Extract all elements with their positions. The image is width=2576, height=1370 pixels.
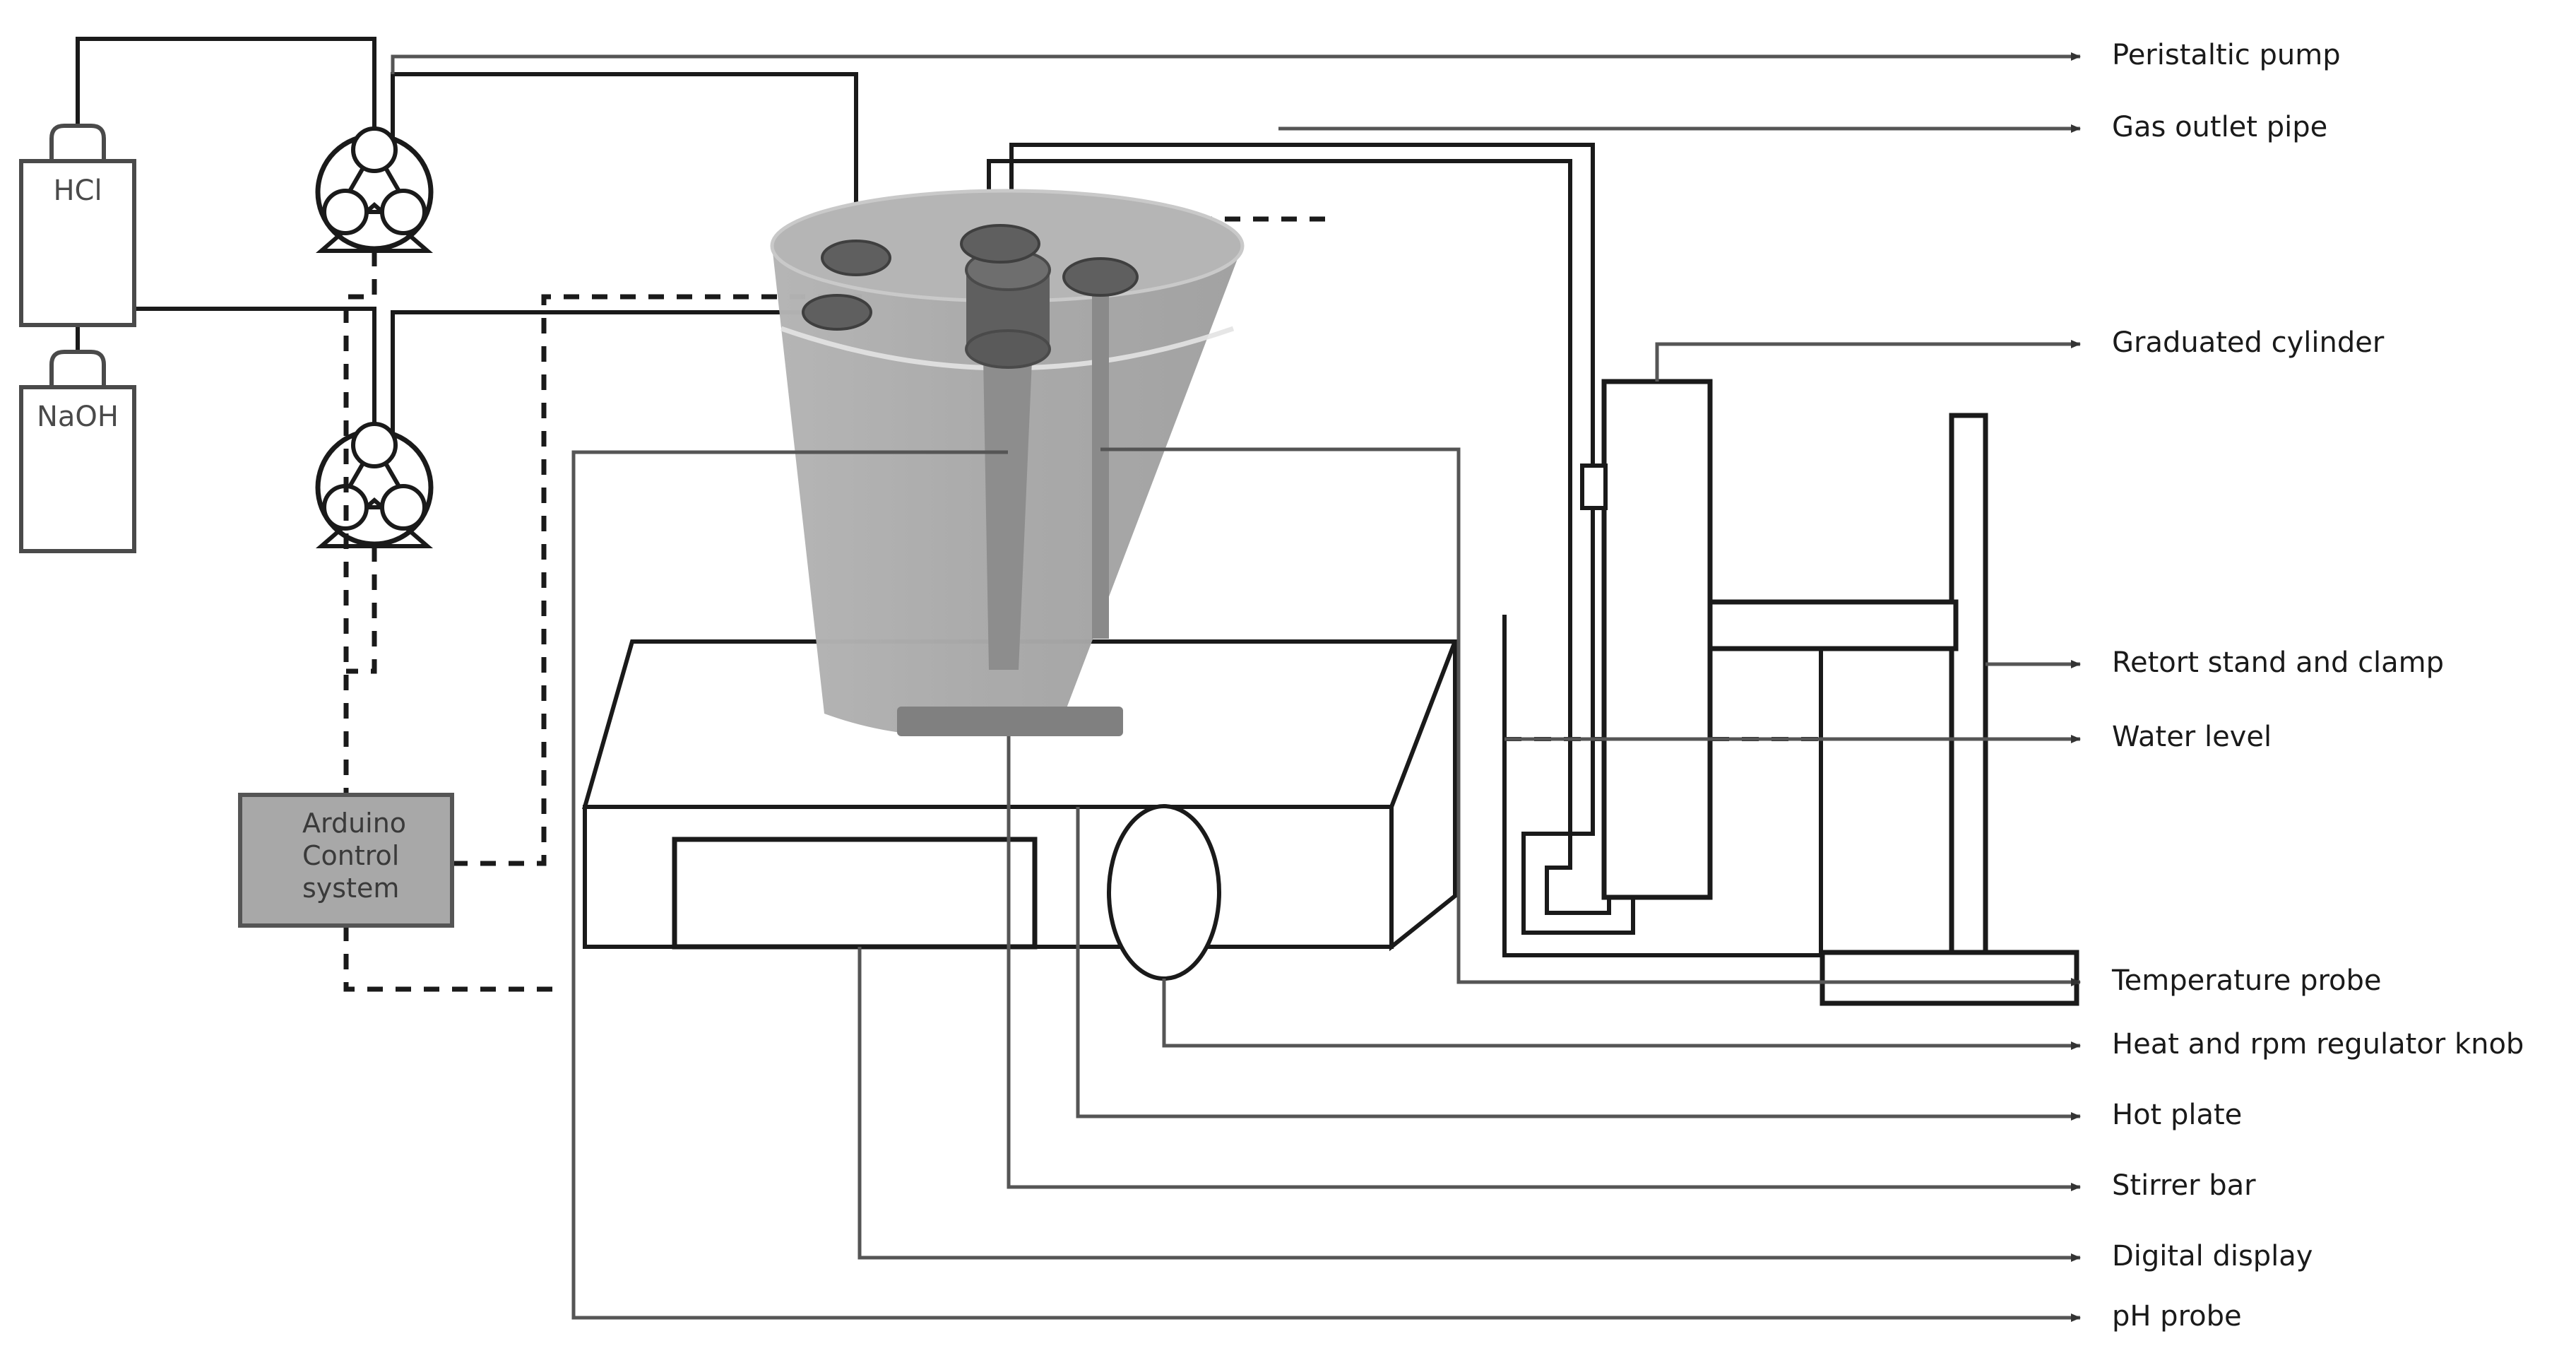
naoh-inlet-port xyxy=(802,294,872,331)
pump-roller xyxy=(380,189,427,235)
label-regulator-knob: Heat and rpm regulator knob xyxy=(2112,1028,2524,1061)
leader-temperature-probe xyxy=(1100,447,2081,986)
label-digital-display: Digital display xyxy=(2112,1240,2313,1272)
leader-regulator-knob xyxy=(1162,979,2081,1050)
peristaltic-pump-hcl[interactable] xyxy=(315,126,434,253)
gas-outlet-port xyxy=(960,224,1040,264)
label-temperature-probe: Temperature probe xyxy=(2111,964,2382,997)
bottle-label-naoh: NaOH xyxy=(37,401,119,433)
clamp-arm xyxy=(1707,599,1959,651)
temperature-probe-shaft xyxy=(1092,277,1109,639)
label-retort-stand-and-clamp: Retort stand and clamp xyxy=(2112,646,2444,679)
hcl-inlet-port xyxy=(821,240,891,276)
reagent-bottle-hcl: HCl xyxy=(19,124,136,327)
pump-roller xyxy=(351,126,398,173)
leader-hot-plate xyxy=(1076,807,2081,1121)
wire-pump-hcl-to-controller xyxy=(343,251,377,795)
pump-roller xyxy=(322,189,369,235)
label-stirrer-bar: Stirrer bar xyxy=(2112,1169,2256,1202)
control-wiring xyxy=(343,216,1328,992)
peristaltic-pump-naoh[interactable] xyxy=(315,422,434,548)
naoh-pump-outlet-tube xyxy=(391,310,837,434)
ph-probe-cap-bottom xyxy=(965,329,1051,369)
leader-stirrer-bar xyxy=(1007,736,2081,1191)
label-list: Peristaltic pump Gas outlet pipe Graduat… xyxy=(2111,39,2524,1333)
label-peristaltic-pump: Peristaltic pump xyxy=(2112,39,2341,71)
pump-roller xyxy=(380,484,427,531)
ph-probe-shaft xyxy=(982,279,1035,670)
retort-base xyxy=(1820,950,2079,1006)
label-ph-probe: pH probe xyxy=(2112,1300,2242,1333)
label-gas-outlet-pipe: Gas outlet pipe xyxy=(2112,111,2327,143)
bottle-label-hcl: HCl xyxy=(53,175,102,207)
water-bath-container xyxy=(1502,615,1823,957)
arduino-label-line-2: Control xyxy=(302,840,399,871)
hcl-tubing xyxy=(76,37,376,138)
leader-digital-display xyxy=(857,947,2081,1262)
leader-peristaltic-pump xyxy=(391,52,2081,74)
pump-roller xyxy=(351,422,398,468)
arduino-label-line-1: Arduino xyxy=(302,808,406,839)
retort-stand-and-clamp xyxy=(1707,413,2079,1006)
leader-graduated-cylinder xyxy=(1655,340,2081,382)
water-bath xyxy=(1502,615,1823,957)
label-graduated-cylinder: Graduated cylinder xyxy=(2112,326,2385,359)
digital-display[interactable] xyxy=(672,837,1038,950)
temperature-probe-port xyxy=(1062,257,1139,297)
gas-outlet-pipe xyxy=(987,143,1635,935)
stirrer-bar xyxy=(897,707,1123,736)
ph-probe-head xyxy=(966,270,1050,349)
naoh-tubing xyxy=(76,307,376,434)
label-water-level: Water level xyxy=(2112,721,2272,753)
leader-ph-probe xyxy=(571,450,2081,1322)
wire-pump-naoh-to-controller xyxy=(346,546,377,674)
graduated-cylinder xyxy=(1580,379,1713,900)
retort-rod xyxy=(1949,413,1988,955)
hcl-pump-outlet-tube xyxy=(391,72,858,258)
cylinder-side-nub xyxy=(1580,463,1608,510)
arduino-control-system[interactable]: Arduino Control system xyxy=(238,793,454,928)
label-hot-plate: Hot plate xyxy=(2112,1099,2242,1131)
leader-lines xyxy=(391,52,2081,1322)
heat-and-rpm-regulator-knob[interactable] xyxy=(1107,804,1221,981)
wire-controller-bus xyxy=(343,926,558,992)
wire-controller-to-ph-probe xyxy=(452,294,863,866)
arduino-label-line-3: system xyxy=(302,873,399,904)
reagent-bottle-naoh: NaOH xyxy=(19,350,136,553)
reaction-beaker xyxy=(770,189,1245,736)
